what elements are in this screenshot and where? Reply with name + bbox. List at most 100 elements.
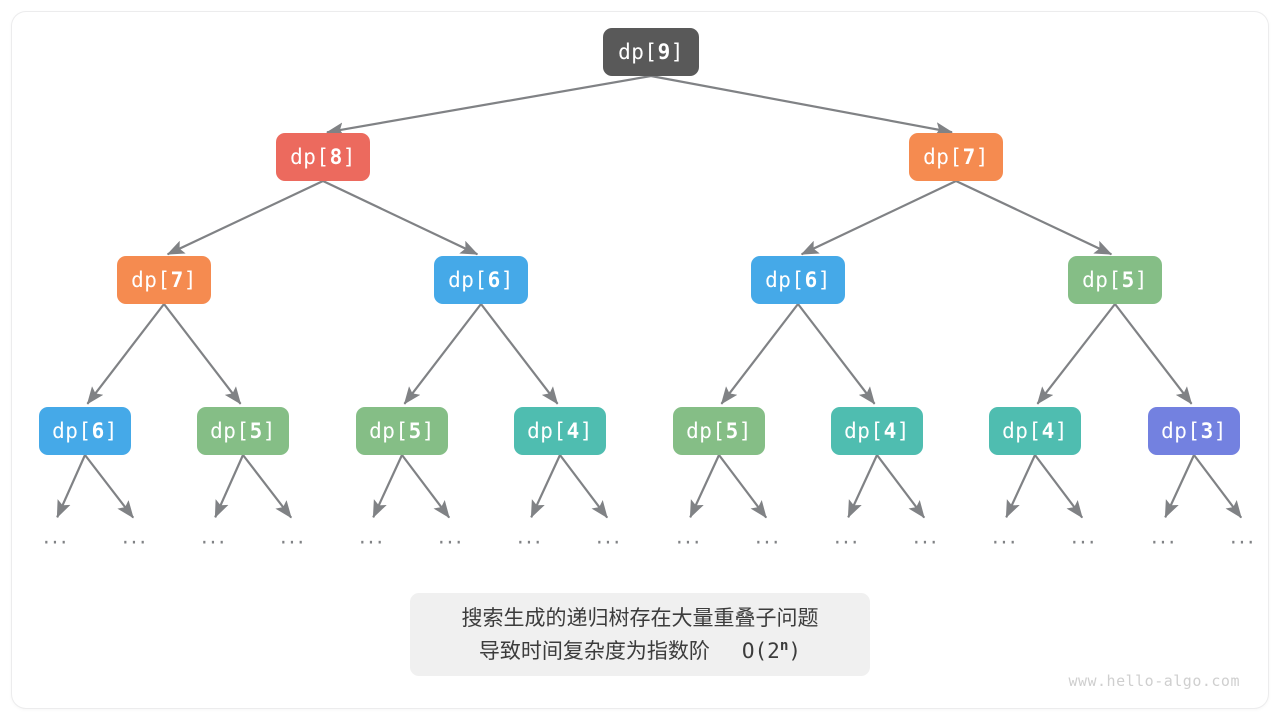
edge-n1-to-n4 xyxy=(322,180,479,256)
node-label-suffix: ] xyxy=(1054,419,1068,443)
edge-n5-to-n11 xyxy=(720,303,799,405)
complexity-exponent: n xyxy=(779,637,789,654)
tree-node-dp-6: dp[6] xyxy=(39,407,131,455)
edge-n14-to-ellipsis-14 xyxy=(1164,454,1195,519)
edge-n8-to-ellipsis-2 xyxy=(214,454,245,519)
edge-n5-to-n12 xyxy=(797,303,876,405)
tree-node-dp-3: dp[3] xyxy=(1148,407,1240,455)
node-label-index: 3 xyxy=(1200,419,1214,443)
edge-n14-to-ellipsis-15 xyxy=(1193,454,1243,519)
edge-n10-to-ellipsis-7 xyxy=(559,454,609,519)
edge-n7-to-ellipsis-1 xyxy=(84,454,135,519)
node-label-suffix: ] xyxy=(262,419,276,443)
edge-n9-to-ellipsis-5 xyxy=(401,454,451,519)
edge-n0-to-n2 xyxy=(650,74,953,137)
ellipsis-marker: ... xyxy=(675,524,703,549)
tree-node-dp-5: dp[5] xyxy=(673,407,765,455)
ellipsis-marker: ... xyxy=(991,524,1019,549)
tree-node-dp-8: dp[8] xyxy=(276,133,370,181)
edge-n6-to-n13 xyxy=(1036,303,1116,405)
tree-node-dp-5: dp[5] xyxy=(1068,256,1162,304)
edge-n4-to-n9 xyxy=(403,303,482,405)
tree-node-dp-4: dp[4] xyxy=(989,407,1081,455)
node-label-index: 4 xyxy=(883,419,897,443)
node-label-index: 5 xyxy=(1121,268,1135,292)
node-label-prefix: dp[ xyxy=(1082,268,1122,292)
edge-n2-to-n6 xyxy=(955,180,1113,256)
ellipsis-marker: ... xyxy=(1229,524,1257,549)
edge-n1-to-n3 xyxy=(166,180,324,256)
node-label-index: 8 xyxy=(329,145,343,169)
node-label-prefix: dp[ xyxy=(448,268,488,292)
node-label-index: 4 xyxy=(566,419,580,443)
node-label-prefix: dp[ xyxy=(765,268,805,292)
ellipsis-marker: ... xyxy=(358,524,386,549)
watermark: www.hello-algo.com xyxy=(1068,672,1240,690)
complexity-notation: O(2n) xyxy=(717,637,801,663)
edge-n4-to-n10 xyxy=(480,303,559,405)
node-label-suffix: ] xyxy=(342,145,356,169)
ellipsis-marker: ... xyxy=(42,524,70,549)
node-label-prefix: dp[ xyxy=(1002,419,1042,443)
node-label-suffix: ] xyxy=(975,145,989,169)
ellipsis-marker: ... xyxy=(1070,524,1098,549)
ellipsis-marker: ... xyxy=(833,524,861,549)
node-label-index: 5 xyxy=(408,419,422,443)
edge-n12-to-ellipsis-11 xyxy=(876,454,926,519)
ellipsis-marker: ... xyxy=(516,524,544,549)
edge-n13-to-ellipsis-12 xyxy=(1005,454,1036,519)
node-label-suffix: ] xyxy=(1213,419,1227,443)
node-label-suffix: ] xyxy=(183,268,197,292)
node-label-suffix: ] xyxy=(817,268,831,292)
node-label-index: 7 xyxy=(962,145,976,169)
edge-n2-to-n5 xyxy=(800,180,957,256)
node-label-prefix: dp[ xyxy=(210,419,250,443)
node-label-suffix: ] xyxy=(579,419,593,443)
node-label-prefix: dp[ xyxy=(369,419,409,443)
edge-n3-to-n7 xyxy=(86,303,165,405)
edge-n11-to-ellipsis-8 xyxy=(689,454,720,519)
node-label-suffix: ] xyxy=(421,419,435,443)
node-label-suffix: ] xyxy=(896,419,910,443)
ellipsis-marker: ... xyxy=(121,524,149,549)
node-label-prefix: dp[ xyxy=(844,419,884,443)
tree-node-dp-9: dp[9] xyxy=(603,28,699,76)
node-label-suffix: ] xyxy=(1134,268,1148,292)
ellipsis-marker: ... xyxy=(1150,524,1178,549)
tree-node-dp-7: dp[7] xyxy=(117,256,211,304)
edge-n10-to-ellipsis-6 xyxy=(530,454,561,519)
caption-line-2: 导致时间复杂度为指数阶 O(2n) xyxy=(479,635,801,668)
caption-box: 搜索生成的递归树存在大量重叠子问题 导致时间复杂度为指数阶 O(2n) xyxy=(410,593,870,676)
complexity-open: O(2 xyxy=(741,638,780,663)
node-label-suffix: ] xyxy=(670,40,684,64)
edge-n7-to-ellipsis-0 xyxy=(56,454,87,519)
ellipsis-marker: ... xyxy=(437,524,465,549)
ellipsis-marker: ... xyxy=(595,524,623,549)
node-label-index: 5 xyxy=(725,419,739,443)
edge-n11-to-ellipsis-9 xyxy=(718,454,768,519)
edge-n3-to-n8 xyxy=(163,303,242,405)
ellipsis-marker: ... xyxy=(279,524,307,549)
ellipsis-marker: ... xyxy=(754,524,782,549)
edge-n12-to-ellipsis-10 xyxy=(847,454,878,519)
node-label-index: 9 xyxy=(657,40,671,64)
caption-line-1: 搜索生成的递归树存在大量重叠子问题 xyxy=(461,605,819,630)
node-label-prefix: dp[ xyxy=(290,145,330,169)
diagram-canvas: dp[9]dp[8]dp[7]dp[7]dp[6]dp[6]dp[5]dp[6]… xyxy=(12,12,1268,708)
node-label-suffix: ] xyxy=(104,419,118,443)
node-label-index: 6 xyxy=(804,268,818,292)
tree-node-dp-5: dp[5] xyxy=(356,407,448,455)
edge-n13-to-ellipsis-13 xyxy=(1034,454,1084,519)
edge-n0-to-n1 xyxy=(326,74,652,137)
node-label-index: 5 xyxy=(249,419,263,443)
node-label-index: 6 xyxy=(487,268,501,292)
node-label-prefix: dp[ xyxy=(618,40,658,64)
tree-node-dp-6: dp[6] xyxy=(751,256,845,304)
node-label-prefix: dp[ xyxy=(131,268,171,292)
tree-node-dp-7: dp[7] xyxy=(909,133,1003,181)
ellipsis-marker: ... xyxy=(912,524,940,549)
tree-node-dp-5: dp[5] xyxy=(197,407,289,455)
node-label-suffix: ] xyxy=(500,268,514,292)
caption-line-2-prefix: 导致时间复杂度为指数阶 xyxy=(478,638,710,663)
tree-node-dp-6: dp[6] xyxy=(434,256,528,304)
